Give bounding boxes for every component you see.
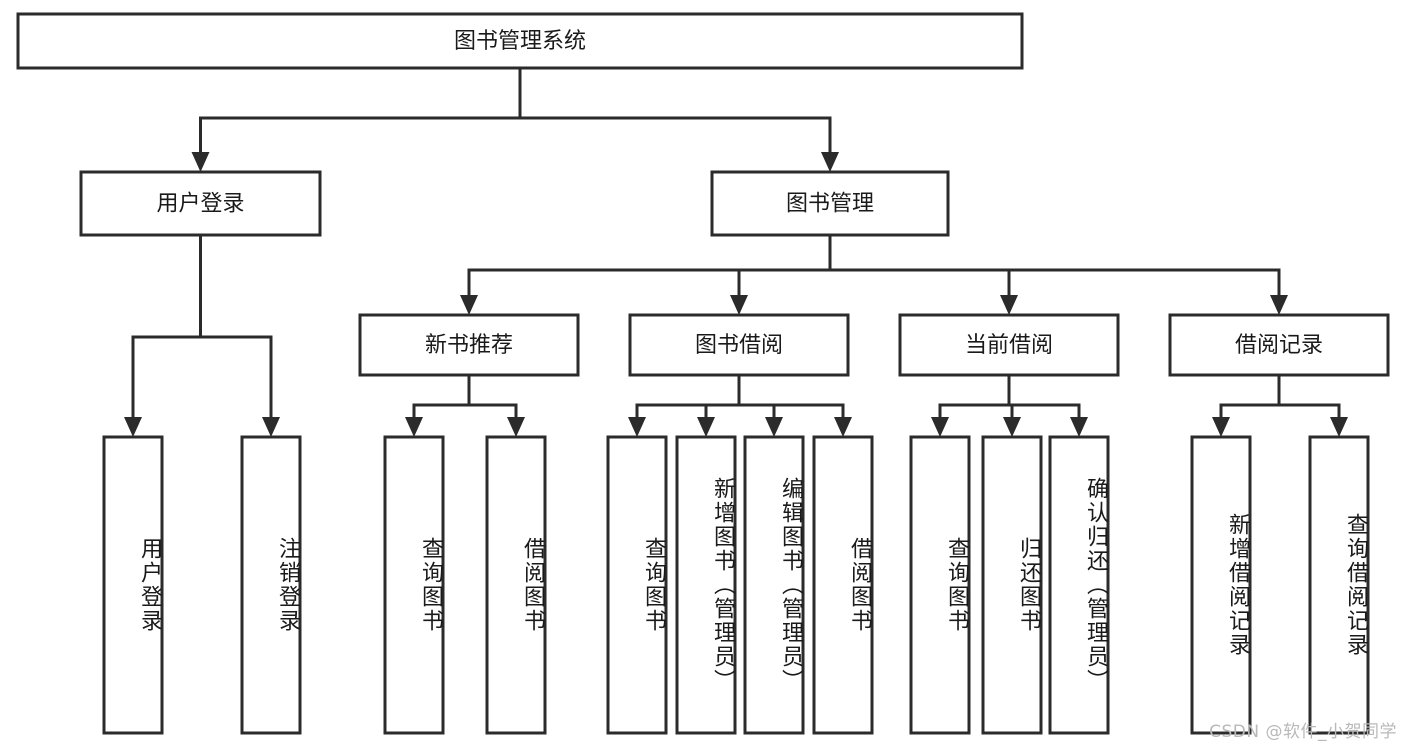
arrow-head-icon-level2-1 xyxy=(730,295,748,315)
connector-layer xyxy=(124,66,1348,437)
arrow-head-icon-leaf-1-2 xyxy=(765,417,783,437)
node-leaf-8[interactable] xyxy=(909,435,971,735)
node-leaf-10[interactable] xyxy=(1048,435,1110,735)
node-level2-0-label: 新书推荐 xyxy=(425,333,513,358)
node-level1-0[interactable]: 用户登录 xyxy=(79,170,322,237)
node-leaf-0[interactable] xyxy=(102,435,164,735)
node-leaf-1[interactable] xyxy=(240,435,302,735)
node-level2-2[interactable]: 当前借阅 xyxy=(898,313,1120,377)
node-leaf-9[interactable] xyxy=(981,435,1043,735)
arrow-head-icon-leaf-2-0 xyxy=(931,417,949,437)
node-leaf-2[interactable] xyxy=(383,435,445,735)
arrow-head-icon-level1-0 xyxy=(191,152,210,172)
node-level2-2-label: 当前借阅 xyxy=(965,333,1053,358)
node-level2-0[interactable]: 新书推荐 xyxy=(358,313,580,377)
node-level2-1[interactable]: 图书借阅 xyxy=(628,313,850,377)
node-level2-3-label: 借阅记录 xyxy=(1235,333,1323,358)
node-root[interactable]: 图书管理系统 xyxy=(16,12,1024,70)
node-leaf-3[interactable] xyxy=(485,435,547,735)
arrow-head-icon-level2-3 xyxy=(1270,295,1288,315)
csdn-watermark: CSDN @软件_小贺同学 xyxy=(1209,722,1397,742)
arrow-head-icon-leaf-2-2 xyxy=(1070,417,1088,437)
node-leaf-11[interactable] xyxy=(1190,435,1252,735)
arrow-head-icon-level2-0 xyxy=(460,295,478,315)
node-leaf-12[interactable] xyxy=(1308,435,1370,735)
node-level1-0-label: 用户登录 xyxy=(156,192,244,217)
node-leaf-6[interactable] xyxy=(743,435,805,735)
arrow-head-icon-leaf-3-1 xyxy=(1330,417,1348,437)
arrow-head-icon-level2-2 xyxy=(1000,295,1018,315)
arrow-head-icon-level1-1 xyxy=(821,152,839,172)
arrow-head-icon-leaf-0-1 xyxy=(507,417,525,437)
node-level2-3[interactable]: 借阅记录 xyxy=(1168,313,1390,377)
node-root-label: 图书管理系统 xyxy=(454,29,586,54)
node-level1-1-label: 图书管理 xyxy=(786,192,874,217)
arrow-head-icon-leaf-0-0 xyxy=(405,417,423,437)
arrow-head-icon-userlogin-1 xyxy=(262,417,280,437)
arrow-head-icon-leaf-2-1 xyxy=(1003,417,1021,437)
node-leaf-5[interactable] xyxy=(675,435,737,735)
node-level2-1-label: 图书借阅 xyxy=(695,333,783,358)
arrow-head-icon-leaf-3-0 xyxy=(1212,417,1230,437)
node-level1-1[interactable]: 图书管理 xyxy=(710,170,950,237)
node-leaf-4[interactable] xyxy=(606,435,668,735)
arrow-head-icon-leaf-1-1 xyxy=(697,417,715,437)
arrow-head-icon-leaf-1-0 xyxy=(628,417,646,437)
node-leaf-7[interactable] xyxy=(812,435,874,735)
arrow-head-icon-leaf-1-3 xyxy=(834,417,852,437)
arrow-head-icon-userlogin-0 xyxy=(124,417,142,437)
